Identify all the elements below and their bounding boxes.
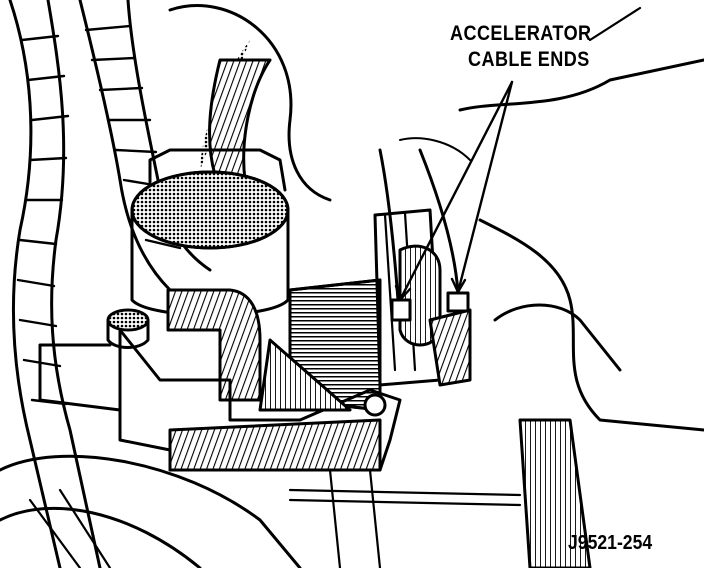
cable-bracket: [373, 208, 472, 387]
throttle-body: [130, 148, 290, 402]
lower-hoses: [0, 454, 522, 568]
right-structure: [458, 6, 704, 568]
callout-leaders: [394, 80, 514, 302]
bolt-head: [38, 308, 150, 412]
mounting-bracket: [118, 328, 402, 472]
figure-number: J9521-254: [568, 532, 653, 554]
callout-label-line1: ACCELERATOR: [450, 22, 592, 45]
callout-label-line2: CABLE ENDS: [468, 48, 590, 71]
corrugated-hose-left: [8, 0, 102, 568]
intake-duct: [168, 4, 332, 202]
